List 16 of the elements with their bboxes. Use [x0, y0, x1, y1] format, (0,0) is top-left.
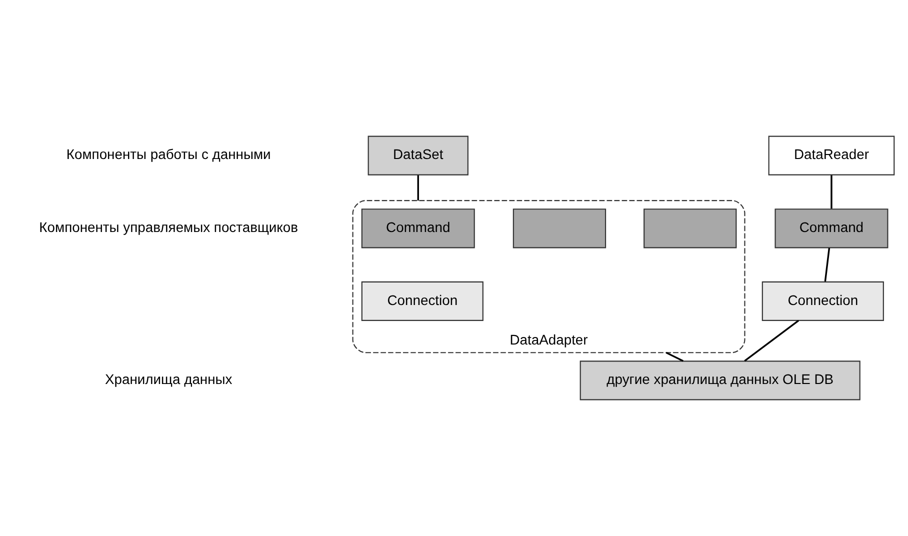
label: Компоненты работы с данными: [66, 146, 271, 162]
node-box: Command: [361, 208, 475, 248]
label: Компоненты управляемых поставщиков: [39, 219, 298, 236]
node-box: DataReader: [768, 136, 895, 176]
connector: [666, 352, 684, 362]
connector: [830, 175, 832, 209]
node-box: [512, 208, 606, 248]
connector: [824, 248, 830, 282]
label: Хранилища данных: [104, 371, 232, 388]
node-box: DataSet: [368, 136, 468, 176]
node-box: [644, 208, 737, 248]
node-box: Connection: [361, 281, 484, 321]
node-box: Connection: [762, 281, 884, 321]
node-box: другие хранилища данных OLE DB: [580, 360, 860, 400]
connector: [417, 175, 419, 201]
node-box: Command: [774, 208, 888, 248]
